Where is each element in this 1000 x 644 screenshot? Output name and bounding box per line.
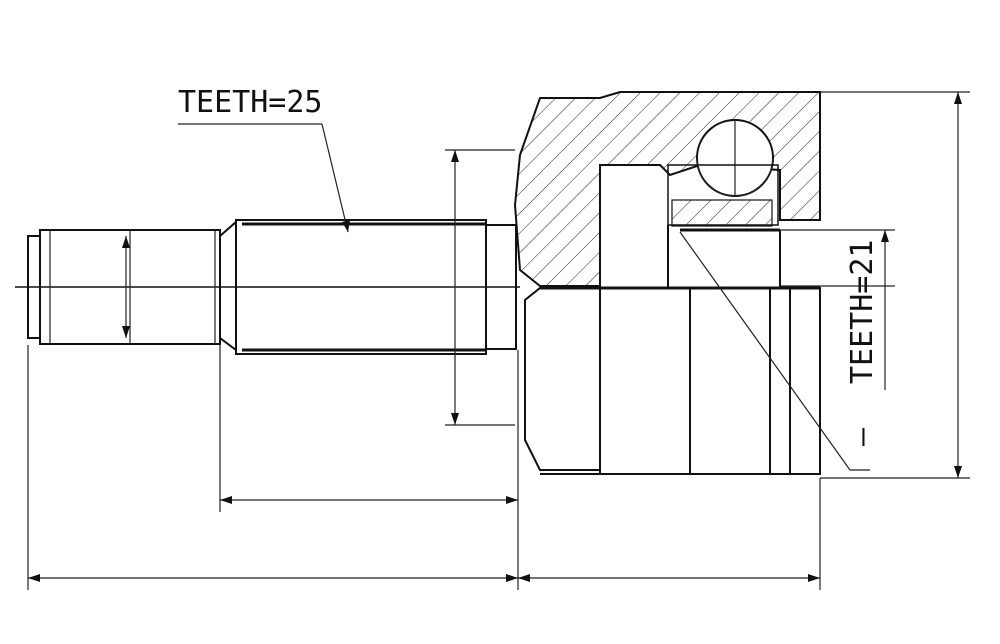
ball-section [667,119,779,227]
shaft-stub [27,229,221,345]
splined-shaft [219,219,517,355]
inner-spline-dimension [780,229,895,390]
shaft-teeth-callout: TEETH=25 [178,85,350,233]
bottom-dimensions [27,345,821,590]
marker-label: — [845,427,880,446]
shaft-teeth-label: TEETH=25 [178,85,323,120]
housing-teeth-label: TEETH=21 [845,240,880,385]
stem-dimension [445,149,515,426]
bell-housing-section [513,91,821,287]
inner-teeth-leader [679,231,851,471]
housing-height-dimension [820,91,970,479]
bell-housing-body [524,165,821,475]
